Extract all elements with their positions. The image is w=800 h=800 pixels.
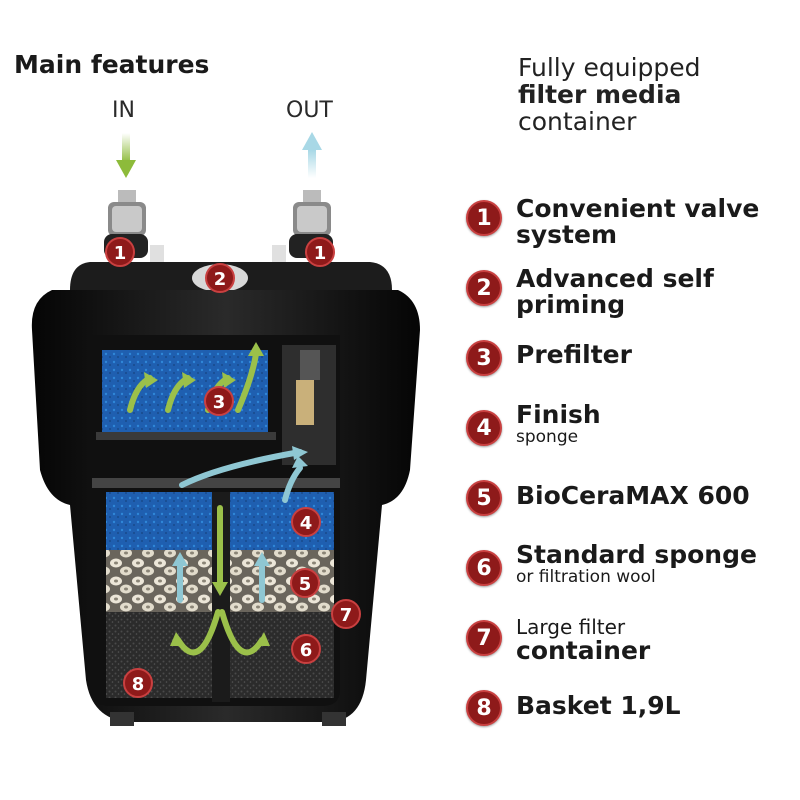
out-label: OUT	[286, 98, 333, 123]
marker-2: 2	[205, 263, 235, 293]
feature-2-line-2: priming	[516, 290, 626, 319]
marker-4: 4	[291, 507, 321, 537]
feature-badge-4: 4	[466, 410, 502, 446]
marker-8: 8	[123, 668, 153, 698]
svg-text:3: 3	[213, 392, 226, 413]
foot-left	[110, 712, 134, 726]
feature-3-line-1: Prefilter	[516, 340, 632, 369]
prefilter-tray	[96, 432, 276, 440]
feature-2-line-1: Advanced self	[516, 264, 714, 293]
in-label: IN	[112, 98, 135, 123]
feature-4: 4 Finish sponge	[466, 402, 601, 447]
feature-badge-5: 5	[466, 480, 502, 516]
feature-badge-8: 8	[466, 690, 502, 726]
subtitle-line-3: container	[518, 107, 637, 136]
feature-badge-1: 1	[466, 200, 502, 236]
feature-5: 5 BioCeraMAX 600	[466, 480, 750, 516]
feature-7-line-2: container	[516, 636, 651, 665]
foot-right	[322, 712, 346, 726]
feature-1: 1 Convenient valve system	[466, 196, 759, 249]
in-arrow-icon	[116, 133, 136, 178]
feature-6-line-2: or filtration wool	[516, 567, 656, 587]
feature-7: 7 Large filter container	[466, 616, 651, 665]
feature-8: 8 Basket 1,9L	[466, 690, 681, 726]
feature-2: 2 Advanced self priming	[466, 266, 714, 319]
svg-text:7: 7	[340, 605, 353, 626]
filter-illustration: 1 1 2 3 4 5 6 7 8	[31, 132, 420, 726]
marker-1-in: 1	[105, 237, 135, 267]
prefilter-sponge	[102, 350, 268, 432]
feature-badge-7: 7	[466, 620, 502, 656]
marker-3: 3	[204, 386, 234, 416]
feature-7-line-1: Large filter	[516, 615, 626, 639]
feature-badge-3: 3	[466, 340, 502, 376]
svg-text:6: 6	[300, 640, 313, 661]
feature-3: 3 Prefilter	[466, 340, 632, 376]
feature-1-line-2: system	[516, 220, 618, 249]
svg-text:1: 1	[314, 243, 327, 264]
out-arrow-icon	[302, 132, 322, 178]
marker-7: 7	[331, 599, 361, 629]
main-title: Main features	[14, 50, 210, 79]
svg-text:2: 2	[214, 269, 227, 290]
feature-6-line-1: Standard sponge	[516, 540, 757, 569]
feature-badge-6: 6	[466, 550, 502, 586]
subtitle: Fully equipped filter media container	[518, 54, 701, 135]
feature-8-line-1: Basket 1,9L	[516, 691, 681, 720]
svg-text:4: 4	[300, 513, 313, 534]
svg-text:5: 5	[299, 574, 312, 595]
feature-5-line-1: BioCeraMAX 600	[516, 481, 750, 510]
subtitle-line-1: Fully equipped	[518, 53, 701, 82]
basket-tray	[92, 478, 340, 488]
svg-text:8: 8	[132, 674, 145, 695]
pump-impeller	[296, 380, 314, 425]
feature-badge-2: 2	[466, 270, 502, 306]
feature-1-line-1: Convenient valve	[516, 194, 760, 223]
diagram-markers: 1 1 2 3 4 5 6 7 8	[105, 237, 361, 698]
svg-text:1: 1	[114, 243, 127, 264]
marker-5: 5	[290, 568, 320, 598]
feature-4-line-1: Finish	[516, 400, 601, 429]
feature-6: 6 Standard sponge or filtration wool	[466, 542, 757, 587]
flow-arrow-heads	[144, 342, 308, 646]
pump-head	[300, 350, 320, 380]
central-tube	[212, 492, 230, 702]
subtitle-line-2: filter media	[518, 80, 682, 109]
marker-6: 6	[291, 634, 321, 664]
marker-1-out: 1	[305, 237, 335, 267]
feature-4-line-2: sponge	[516, 427, 579, 447]
